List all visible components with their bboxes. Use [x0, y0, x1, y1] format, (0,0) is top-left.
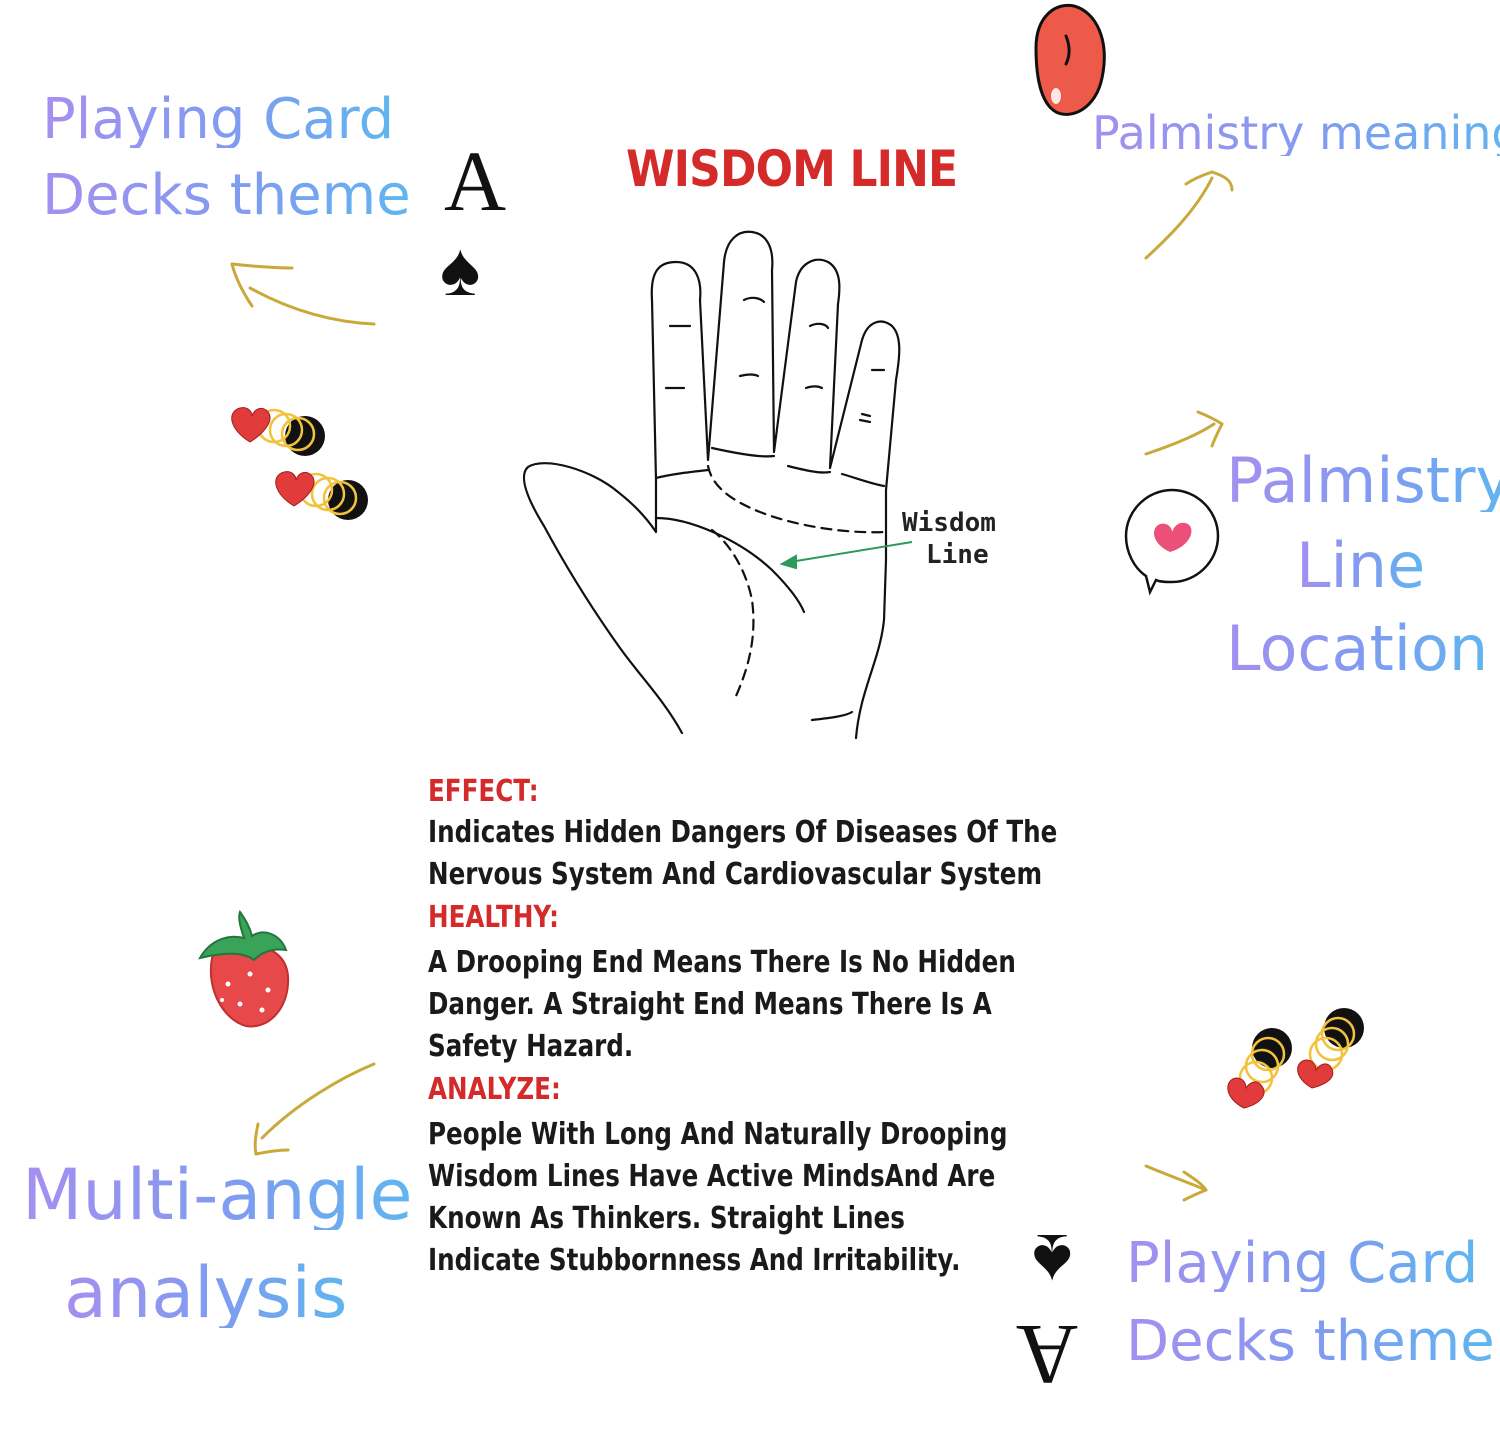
left-top-label-line1: Playing Card — [42, 87, 395, 152]
effect-line: Indicates Hidden Dangers Of Diseases Of … — [428, 815, 1058, 850]
healthy-line: Safety Hazard. — [428, 1029, 634, 1064]
right-mid-label-line1: Palmistry — [1226, 450, 1500, 512]
analyze-line: Indicate Stubbornness And Irritability. — [428, 1243, 961, 1278]
healthy-line: Danger. A Straight End Means There Is A — [428, 987, 992, 1022]
right-bottom-label-line2: Decks theme — [1126, 1309, 1495, 1374]
left-bottom-label-line2: analysis — [64, 1252, 348, 1334]
analyze-line: Wisdom Lines Have Active MindsAnd Are — [428, 1159, 996, 1194]
right-top-label: Palmistry meaning — [1092, 110, 1500, 156]
effect-line: Nervous System And Cardiovascular System — [428, 857, 1043, 892]
right-mid-label-line2: Line — [1296, 529, 1426, 602]
left-bottom-label-line1: Multi-angle — [22, 1154, 413, 1236]
analyze-line: Known As Thinkers. Straight Lines — [428, 1201, 905, 1236]
healthy-heading: HEALTHY: — [428, 900, 559, 935]
analyze-line: People With Long And Naturally Drooping — [428, 1117, 1008, 1152]
healthy-line: A Drooping End Means There Is No Hidden — [428, 945, 1016, 980]
left-top-label-line2: Decks theme — [42, 163, 411, 228]
diagram-title: WISDOM LINE — [626, 140, 958, 198]
effect-heading: EFFECT: — [428, 774, 539, 809]
analyze-heading: ANALYZE: — [428, 1072, 561, 1107]
card-rank-top: A — [444, 133, 507, 229]
callout-label-line1: Wisdom — [902, 508, 996, 538]
right-bottom-label-line1: Playing Card — [1126, 1231, 1479, 1296]
description-block: EFFECT: Indicates Hidden Dangers Of Dise… — [428, 772, 1058, 1282]
right-mid-label-line3: Location — [1226, 612, 1489, 685]
callout-label-line2: Line — [926, 540, 989, 570]
spade-icon-top: ♠ — [440, 228, 481, 312]
